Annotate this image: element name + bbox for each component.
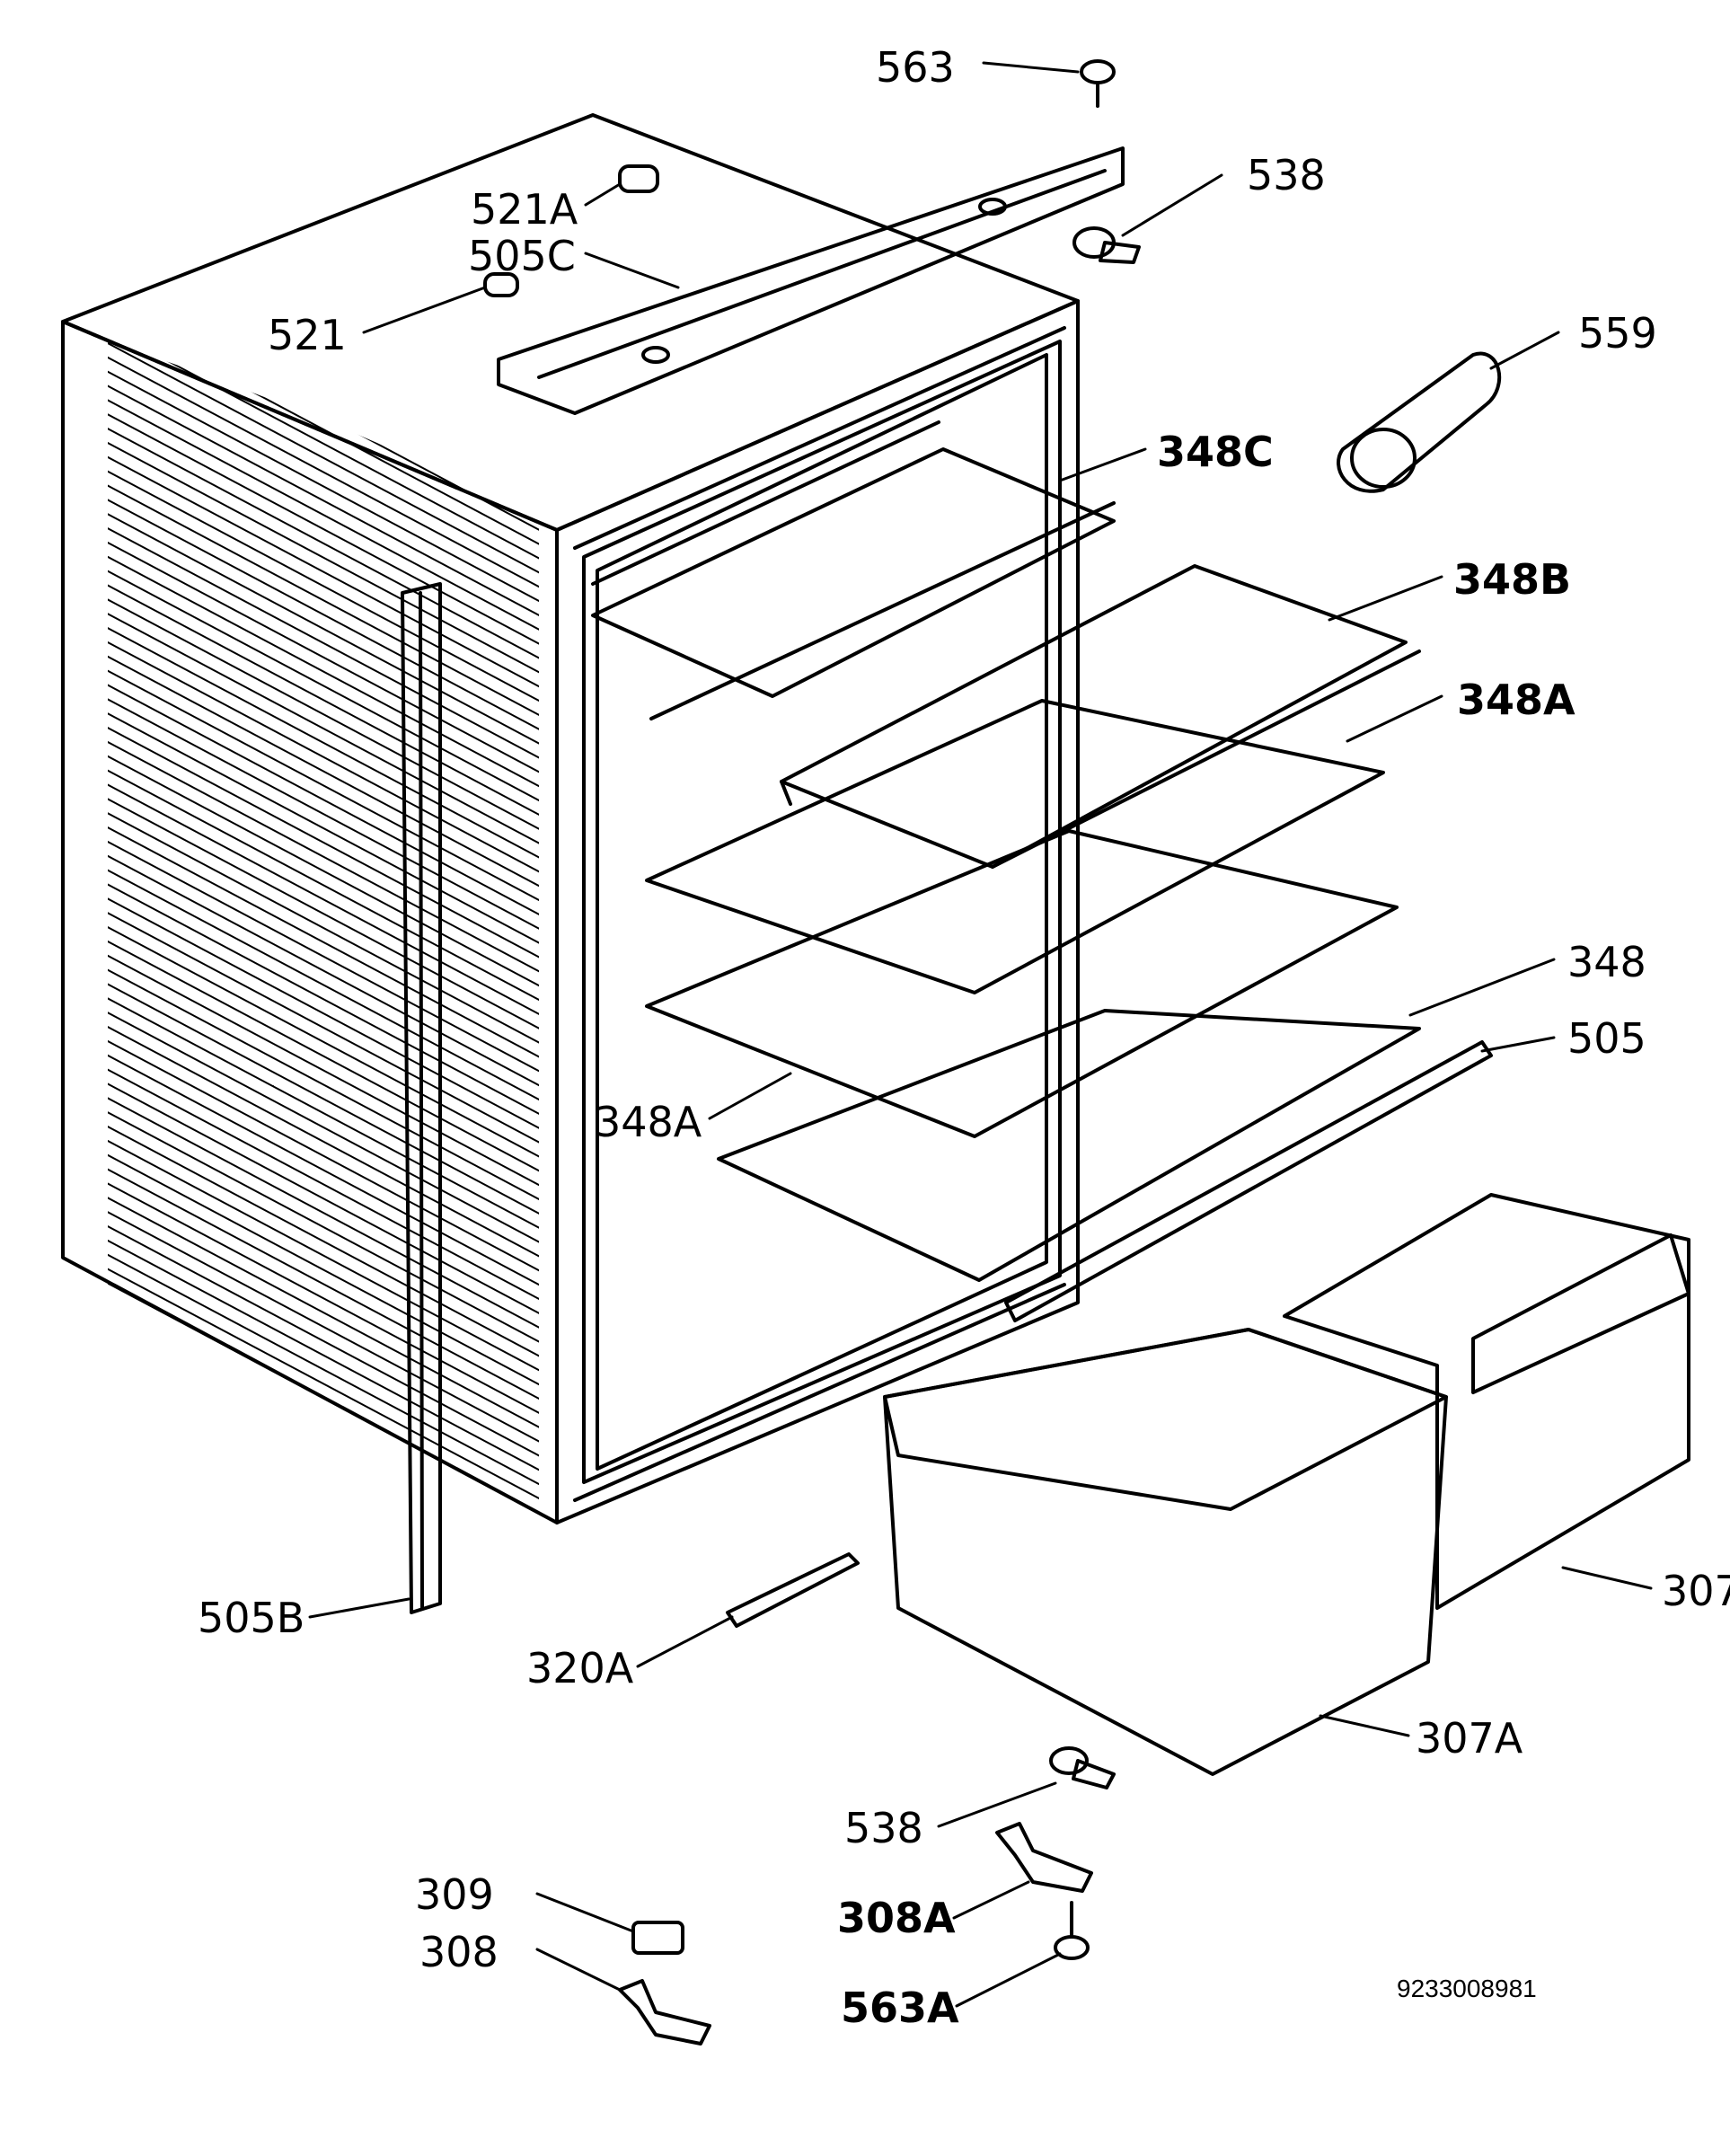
label-521: 521 (268, 311, 347, 359)
label-348a-upper: 348A (1457, 676, 1576, 724)
label-308a: 308A (837, 1894, 956, 1942)
hinge-538-bottom (1049, 1746, 1116, 1789)
label-307a: 307A (1416, 1714, 1523, 1763)
cap-309 (631, 1921, 684, 1955)
shelf-348c (591, 420, 1116, 720)
rail-320a (726, 1552, 860, 1628)
label-348: 348 (1567, 938, 1646, 986)
shelf-348a-lower (645, 829, 1399, 1138)
label-563: 563 (876, 43, 955, 92)
crisper-307a (883, 1328, 1448, 1776)
cap-521a (618, 164, 659, 193)
label-348b: 348B (1453, 555, 1572, 604)
bracket-308 (618, 1979, 711, 2046)
label-308: 308 (419, 1928, 499, 1976)
label-521a: 521A (471, 185, 578, 234)
label-309: 309 (415, 1870, 494, 1919)
drawing-code: 9233008981 (1397, 1975, 1537, 2002)
screw-563 (1080, 59, 1116, 108)
label-505: 505 (1567, 1014, 1646, 1063)
label-307: 307 (1662, 1567, 1730, 1615)
label-320a: 320A (526, 1644, 634, 1692)
label-505c: 505C (468, 232, 576, 280)
shelf-348a-upper (645, 699, 1385, 994)
leader-lines (308, 61, 1653, 2008)
crisper-307 (1283, 1193, 1690, 1610)
label-348a-lower: 348A (595, 1098, 702, 1146)
cap-521 (483, 272, 519, 297)
foot-563a (1054, 1901, 1090, 1960)
door-seal-505b (401, 582, 442, 1614)
shelf-trim-505 (1004, 1040, 1493, 1322)
label-538-top: 538 (1247, 151, 1326, 199)
shelf-348b (780, 564, 1421, 869)
label-348c: 348C (1157, 428, 1274, 476)
hinge-538-top (1072, 226, 1141, 264)
label-505b: 505B (198, 1594, 305, 1642)
shelf-348 (717, 1009, 1421, 1282)
label-563a: 563A (841, 1984, 959, 2032)
label-559: 559 (1578, 309, 1657, 358)
bracket-308a (995, 1822, 1093, 1893)
hinge-rail-505c (497, 146, 1125, 415)
cabinet-body (61, 113, 1080, 1524)
lamp-cover-559 (1337, 351, 1502, 493)
label-538-bottom: 538 (844, 1804, 923, 1852)
